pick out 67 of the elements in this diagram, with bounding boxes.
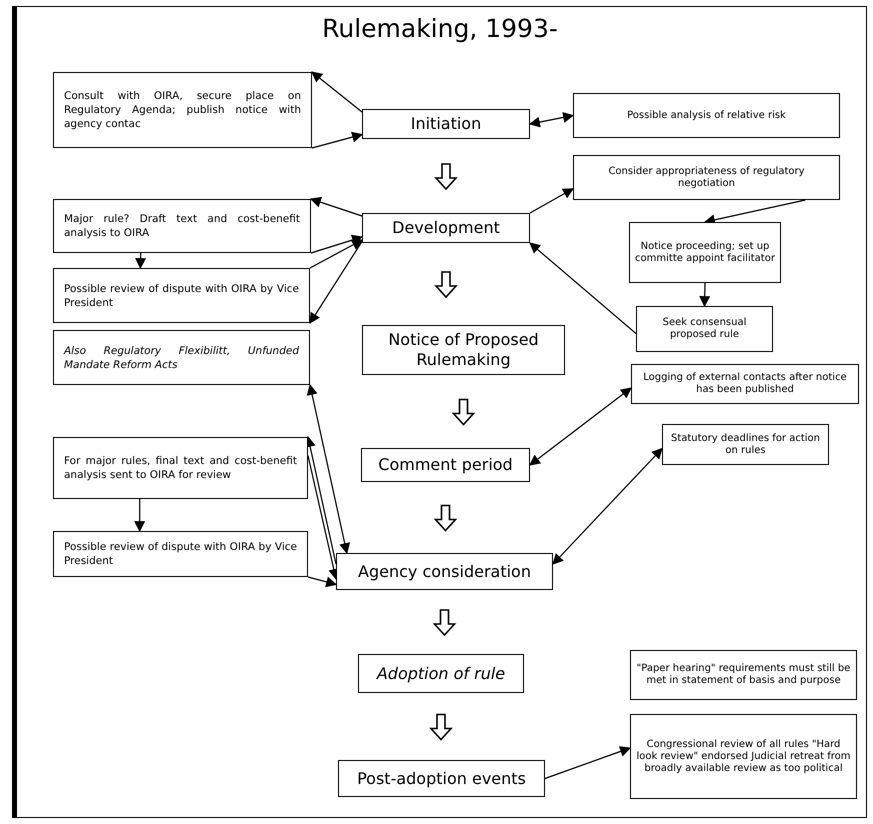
arrow — [699, 282, 710, 308]
stage-box — [361, 448, 530, 482]
box-text: Possible analysis of relative risk — [626, 110, 787, 122]
arrow — [530, 188, 574, 214]
arrow — [306, 384, 350, 554]
note-box — [53, 330, 310, 385]
box-text: Seek consensual proposed rule — [662, 317, 748, 341]
box-text: Post-adoption events — [356, 768, 527, 788]
note-box — [53, 531, 308, 577]
box-text: Notice proceeding; set up committe appoint facilitator — [635, 240, 775, 264]
note-box — [662, 424, 829, 465]
note-box — [573, 93, 840, 138]
box-text: Congressional review of all rules "Hard look review" endorsed Judicial retreat from broadly available review as too political — [636, 738, 851, 774]
box-text: Development — [391, 218, 501, 238]
arrow — [310, 239, 363, 269]
hollow-flow-arrow — [432, 609, 456, 636]
arrow — [309, 241, 362, 324]
stage-box — [338, 760, 545, 797]
box-text: Possible review of dispute with OIRA by Vice President — [64, 282, 299, 310]
note-box — [53, 437, 308, 499]
box-text: Major rule? Draft text and cost-benefit analysis to OIRA — [64, 212, 300, 240]
note-box — [573, 155, 840, 200]
box-text: Agency consideration — [357, 562, 532, 582]
arrow — [544, 746, 632, 780]
hollow-flow-arrow — [434, 271, 458, 298]
arrow — [308, 576, 338, 588]
box-text: For major rules, final text and cost-benefit analysis sent to OIRA for review — [64, 454, 297, 482]
hollow-flow-arrow — [434, 163, 458, 190]
arrow — [310, 196, 362, 217]
note-box — [636, 306, 773, 352]
note-box — [53, 72, 312, 148]
arrow — [311, 71, 362, 112]
arrow — [312, 132, 364, 149]
stage-box — [336, 553, 553, 590]
box-text: Statutory deadlines for action on rules — [670, 432, 822, 456]
note-box — [53, 268, 310, 323]
hollow-flow-arrow — [452, 398, 476, 426]
arrow — [134, 499, 146, 532]
arrow — [529, 242, 636, 334]
box-text: Consult with OIRA, secure place on Regulatory Agenda; publish notice with agency contac — [64, 89, 301, 131]
note-box — [53, 199, 311, 253]
box-text: Initiation — [410, 114, 482, 134]
diagram-title: Rulemaking, 1993- — [321, 14, 559, 44]
stage-box — [358, 654, 524, 693]
stage-box — [362, 213, 530, 243]
stage-box — [362, 325, 565, 375]
arrow — [135, 252, 146, 270]
hollow-flow-arrow — [434, 504, 458, 532]
note-box — [630, 650, 857, 700]
hollow-flow-arrow — [429, 714, 453, 741]
note-box — [629, 222, 781, 283]
arrow — [529, 387, 632, 466]
box-text: Consider appropriateness of regulatory negotiation — [607, 166, 806, 190]
note-box — [631, 364, 859, 404]
note-box — [630, 714, 857, 799]
box-text: Possible review of dispute with OIRA by Vice President — [64, 540, 297, 568]
stage-box — [362, 109, 530, 139]
box-text: Also Regulatory Flexibilitt, Unfunded Mandate Reform Acts — [64, 344, 299, 372]
box-text: "Paper hearing" requirements must still be met in statement of basis and purpose — [636, 663, 851, 687]
arrow — [310, 234, 364, 254]
arrow — [552, 448, 663, 565]
box-text: Notice of Proposed Rulemaking — [387, 330, 540, 370]
box-text: Adoption of rule — [375, 664, 506, 684]
arrow — [304, 436, 337, 564]
box-text: Logging of external contacts after notice has been published — [642, 372, 848, 396]
box-text: Comment period — [377, 455, 514, 475]
arrow — [528, 112, 574, 128]
